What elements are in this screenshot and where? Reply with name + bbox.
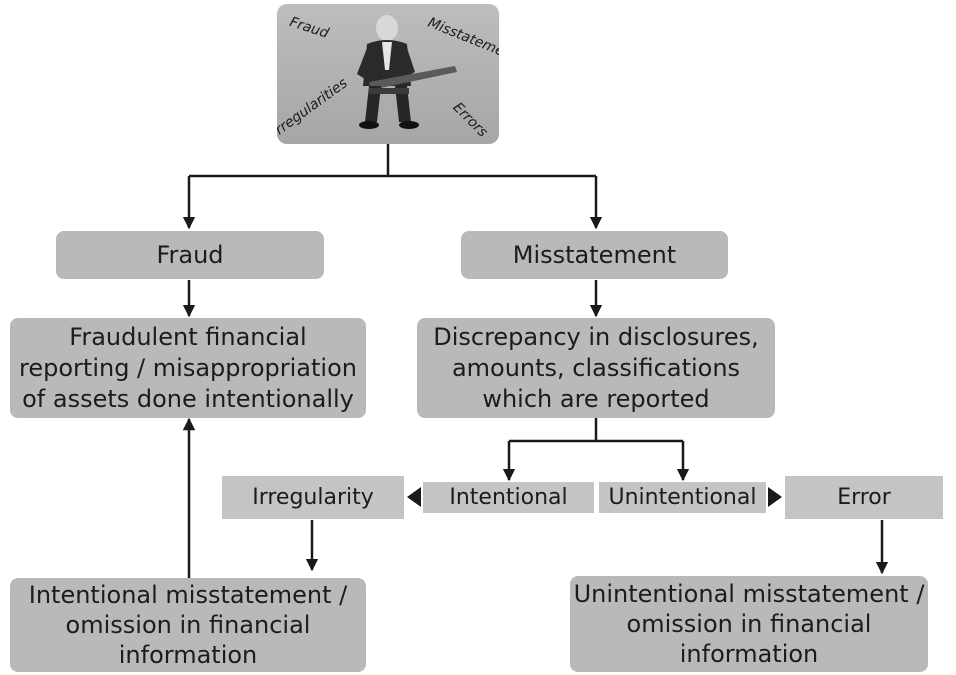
fraud-node: Fraud (56, 231, 324, 279)
intentional-misstatement-node: Intentional misstatement / omission in f… (10, 578, 366, 672)
man-breaking-ruler-figure-icon (357, 15, 457, 129)
irregularity-tag: Irregularity (222, 476, 404, 519)
unintentional-tag: Unintentional (599, 482, 766, 513)
unintentional-misstatement-node: Unintentional misstatement / omission in… (570, 576, 928, 672)
intentional-tag: Intentional (423, 482, 594, 513)
misstatement-node: Misstatement (461, 231, 728, 279)
fraudulent-reporting-node: Fraudulent financial reporting / misappr… (10, 318, 366, 418)
error-tag: Error (785, 476, 943, 519)
arrow-intentional-to-irregularity (407, 487, 421, 507)
header-image-box: Fraud Misstatement Irregularities Errors (277, 4, 499, 144)
discrepancy-node: Discrepancy in disclosures, amounts, cla… (417, 318, 775, 418)
arrow-unintentional-to-error (768, 487, 782, 507)
